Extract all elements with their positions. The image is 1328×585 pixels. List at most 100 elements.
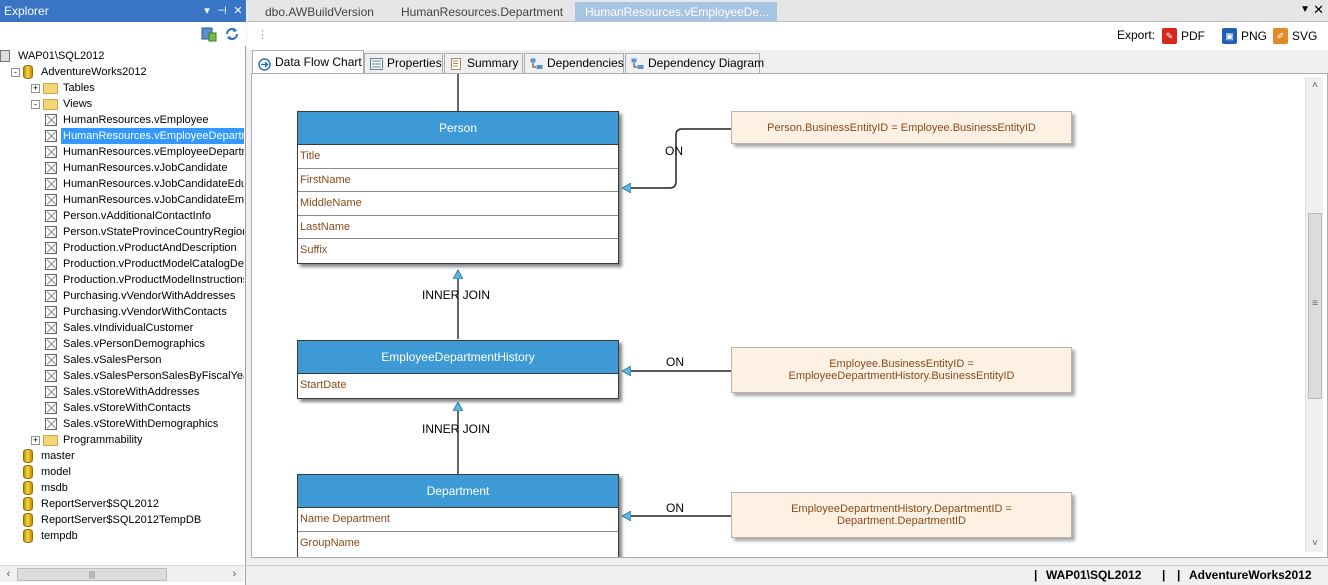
tab-dependencies[interactable]: Dependencies bbox=[524, 53, 624, 73]
tree-node[interactable]: Sales.vStoreWithAddresses bbox=[0, 384, 244, 400]
database-icon bbox=[23, 497, 33, 511]
horizontal-scrollbar[interactable]: ‹ ||| › bbox=[0, 565, 244, 582]
tree-node-label: Production.vProductModelInstructions bbox=[63, 274, 244, 286]
tree-node[interactable]: Production.vProductAndDescription bbox=[0, 240, 244, 256]
tree-node[interactable]: Sales.vSalesPersonSalesByFiscalYears bbox=[0, 368, 244, 384]
scroll-down-icon[interactable]: ˅ bbox=[1312, 538, 1318, 549]
tab-summary-label: Summary bbox=[467, 56, 519, 70]
export-label: Export: bbox=[1117, 28, 1156, 42]
tree-node[interactable]: Production.vProductModelCatalogDescripti… bbox=[0, 256, 244, 272]
tree-node[interactable]: Person.vStateProvinceCountryRegion bbox=[0, 224, 244, 240]
join-condition-2[interactable]: Employee.BusinessEntityID = EmployeeDepa… bbox=[731, 347, 1072, 393]
export-pdf-button[interactable]: ✎ PDF bbox=[1162, 26, 1212, 46]
tree-node[interactable]: Production.vProductModelInstructions bbox=[0, 272, 244, 288]
connect-icon[interactable] bbox=[201, 26, 217, 42]
scroll-right-icon[interactable]: › bbox=[232, 568, 237, 580]
status-separator: | bbox=[1177, 568, 1181, 582]
view-icon bbox=[45, 162, 57, 174]
export-svg-button[interactable]: ✐ SVG bbox=[1273, 26, 1323, 46]
dropdown-icon[interactable]: ▾ bbox=[204, 5, 210, 17]
tree-node-label: Programmability bbox=[63, 434, 143, 446]
tree-node[interactable]: Sales.vSalesPerson bbox=[0, 352, 244, 368]
tree-node[interactable]: HumanResources.vJobCandidateEmployment bbox=[0, 192, 244, 208]
tree-node[interactable]: +Tables bbox=[0, 80, 244, 96]
collapse-icon[interactable]: - bbox=[31, 100, 40, 109]
close-document-icon[interactable]: ✕ bbox=[1313, 2, 1324, 17]
tree-node[interactable]: HumanResources.vJobCandidateEducation bbox=[0, 176, 244, 192]
status-server: WAP01\SQL2012 bbox=[1046, 568, 1142, 582]
export-toolbar: ⋮ Export: ✎ PDF ▣ PNG ✐ SVG bbox=[247, 22, 1328, 50]
tree-node[interactable]: - Views bbox=[0, 96, 244, 112]
view-icon bbox=[45, 114, 57, 126]
doc-tab-awbuildversion[interactable]: dbo.AWBuildVersion bbox=[265, 5, 374, 19]
view-icon bbox=[45, 306, 57, 318]
pin-icon[interactable]: ⊣ bbox=[217, 5, 227, 17]
tree-node[interactable]: msdb bbox=[0, 480, 244, 496]
data-flow-icon bbox=[258, 56, 271, 71]
tree-node-label: tempdb bbox=[41, 530, 78, 542]
tree-node[interactable]: HumanResources.vEmployee bbox=[0, 112, 244, 128]
status-separator: | bbox=[1034, 568, 1038, 582]
close-icon[interactable]: ✕ bbox=[233, 5, 243, 17]
join-condition-3[interactable]: EmployeeDepartmentHistory.DepartmentID =… bbox=[731, 492, 1072, 538]
doc-tab-vemployeedepartment[interactable]: HumanResources.vEmployeeDe... bbox=[575, 2, 777, 22]
export-png-button[interactable]: ▣ PNG bbox=[1222, 26, 1272, 46]
export-svg-label: SVG bbox=[1292, 29, 1318, 43]
tree-node[interactable]: tempdb bbox=[0, 528, 244, 544]
view-icon bbox=[45, 322, 57, 334]
view-icon bbox=[45, 338, 57, 350]
tree-node[interactable]: Purchasing.vVendorWithAddresses bbox=[0, 288, 244, 304]
column-title: Title bbox=[298, 145, 618, 169]
table-department-header: Department bbox=[298, 475, 618, 508]
tree-node-label: HumanResources.vEmployeeDepartmentHistor… bbox=[63, 146, 244, 158]
tree-node-label: Production.vProductAndDescription bbox=[63, 242, 237, 254]
tree-node[interactable]: HumanResources.vEmployeeDepartment bbox=[0, 128, 244, 144]
tree-node[interactable]: master bbox=[0, 448, 244, 464]
tree-node-label: Sales.vStoreWithContacts bbox=[63, 402, 191, 414]
expand-icon[interactable]: + bbox=[31, 435, 40, 445]
table-employeedepartmenthistory[interactable]: EmployeeDepartmentHistory StartDate bbox=[297, 340, 619, 399]
view-icon bbox=[45, 210, 57, 222]
tree-node[interactable]: Sales.vStoreWithDemographics bbox=[0, 416, 244, 432]
tree-node-label: ReportServer$SQL2012TempDB bbox=[41, 514, 202, 526]
tree-node[interactable]: WAP01\SQL2012 bbox=[0, 48, 244, 64]
tree-node[interactable]: -AdventureWorks2012 bbox=[0, 64, 244, 80]
tab-properties[interactable]: Properties bbox=[364, 53, 443, 73]
tree-node-label: ReportServer$SQL2012 bbox=[41, 498, 160, 510]
tree-node[interactable]: model bbox=[0, 464, 244, 480]
tree-node[interactable]: Person.vAdditionalContactInfo bbox=[0, 208, 244, 224]
view-icon bbox=[45, 402, 57, 414]
table-department[interactable]: Department Name Department GroupName bbox=[297, 474, 619, 557]
tree-node[interactable]: Sales.vIndividualCustomer bbox=[0, 320, 244, 336]
tab-data-flow-chart[interactable]: Data Flow Chart bbox=[252, 50, 364, 73]
tab-dependency-diagram[interactable]: Dependency Diagram bbox=[625, 53, 764, 73]
tree-node[interactable]: + Programmability bbox=[0, 432, 244, 448]
tree-node[interactable]: ReportServer$SQL2012TempDB bbox=[0, 512, 244, 528]
tab-list-dropdown-icon[interactable]: ▼ bbox=[1300, 4, 1310, 15]
view-icon bbox=[45, 146, 57, 158]
table-person[interactable]: Person Title FirstName MiddleName LastNa… bbox=[297, 111, 619, 264]
tree-node[interactable]: Purchasing.vVendorWithContacts bbox=[0, 304, 244, 320]
scroll-thumb[interactable]: ||| bbox=[17, 568, 167, 581]
join-condition-1[interactable]: Person.BusinessEntityID = Employee.Busin… bbox=[731, 111, 1072, 144]
scroll-thumb[interactable]: ≡ bbox=[1308, 213, 1322, 399]
refresh-icon[interactable] bbox=[224, 26, 240, 42]
tree-node[interactable]: HumanResources.vJobCandidate bbox=[0, 160, 244, 176]
folder-icon bbox=[43, 435, 58, 446]
collapse-icon[interactable]: - bbox=[11, 68, 20, 77]
tree-node[interactable]: ReportServer$SQL2012 bbox=[0, 496, 244, 512]
scroll-up-icon[interactable]: ˄ bbox=[1312, 80, 1318, 91]
scroll-left-icon[interactable]: ‹ bbox=[6, 568, 11, 580]
tab-summary[interactable]: Summary bbox=[444, 53, 523, 73]
vertical-scrollbar[interactable]: ˄ ≡ ˅ bbox=[1305, 77, 1323, 552]
tree-node-label: Views bbox=[63, 98, 93, 110]
tree-node[interactable]: HumanResources.vEmployeeDepartmentHistor… bbox=[0, 144, 244, 160]
tab-dependency-diagram-label: Dependency Diagram bbox=[648, 56, 765, 70]
doc-tab-department[interactable]: HumanResources.Department bbox=[401, 5, 564, 19]
expand-icon[interactable]: + bbox=[31, 83, 40, 93]
status-bar: | WAP01\SQL2012 | | AdventureWorks2012 bbox=[247, 565, 1328, 585]
tree-node[interactable]: Sales.vPersonDemographics bbox=[0, 336, 244, 352]
column-lastname: LastName bbox=[298, 216, 618, 240]
join-label-2: INNER JOIN bbox=[422, 422, 491, 436]
tree-node[interactable]: Sales.vStoreWithContacts bbox=[0, 400, 244, 416]
